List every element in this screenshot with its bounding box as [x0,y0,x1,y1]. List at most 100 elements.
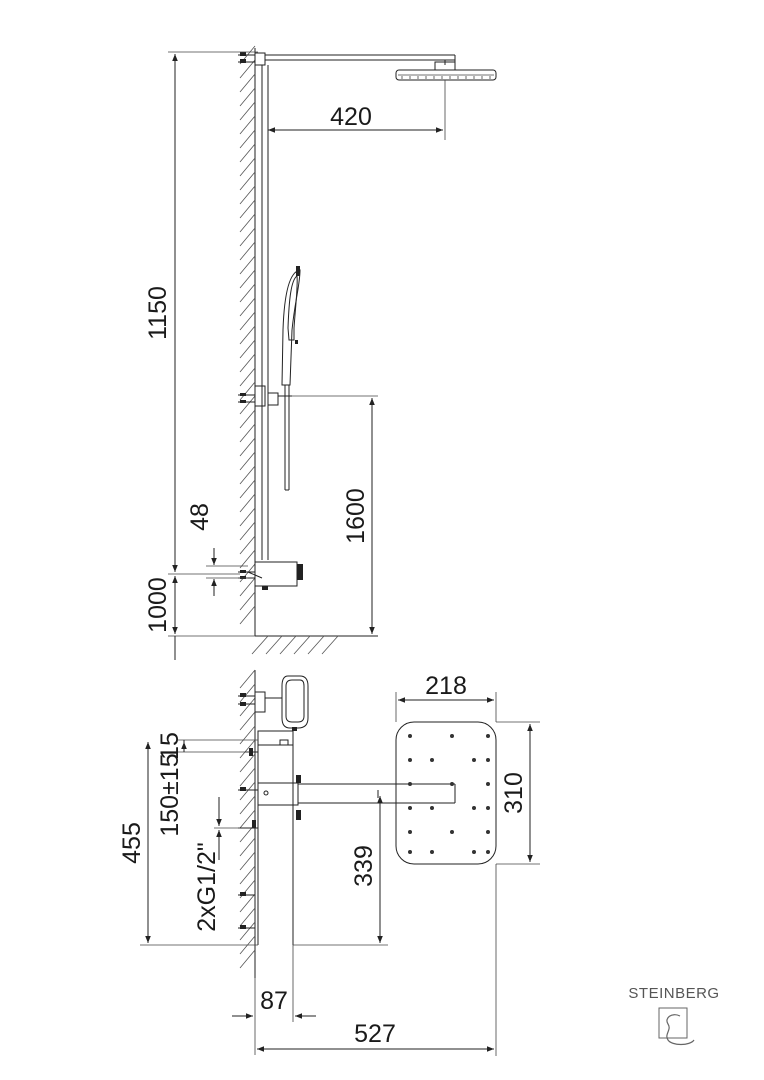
hatch-stroke [239,851,256,871]
overhead-shower-head [395,69,497,81]
brand-name: STEINBERG [628,985,719,1002]
hatch-stroke [239,711,256,731]
riser-pipe [261,65,269,560]
hatch-stroke [239,493,256,513]
dim-1600: 1600 [292,395,378,634]
hatch-stroke [239,865,256,885]
hatch-stroke [239,521,256,541]
hatch-stroke [239,311,256,331]
nozzle-dot [486,758,490,762]
nozzle-dot [486,734,490,738]
plan-view: 218 310 15 150±15 2xG1/2" 455 [118,669,540,1056]
nozzle-dot [408,758,412,762]
nozzle-dot [430,850,434,854]
dim-1000-label: 1000 [144,577,172,633]
hatch-stroke [239,241,256,261]
hatch-stroke [239,837,256,857]
hatch-stroke [239,59,256,79]
dim-1150: 1150 [144,51,258,575]
hatch-stroke [239,507,256,527]
thermostat-mixer [238,561,303,590]
hatch-stroke [239,171,256,191]
nozzle-dot [486,782,490,786]
hatch-stroke [239,795,256,815]
hatch-stroke [239,479,256,499]
dim-339: 339 [293,796,388,946]
dim-15-label: 15 [156,732,184,760]
dim-48-label: 48 [186,503,214,531]
shower-arm [265,54,456,71]
nozzle-dot [408,806,412,810]
nozzle-dot [430,758,434,762]
hatch-stroke [307,635,325,655]
hatch-stroke [239,465,256,485]
hatch-stroke [265,635,283,655]
dim-527-label: 527 [354,1020,396,1048]
dim-150-15: 15 150±15 2xG1/2" [156,732,258,932]
hatch-stroke [239,697,256,717]
nozzle-dot [450,782,454,786]
hatch-stroke [279,635,297,655]
hatch-stroke [239,451,256,471]
dim-87-label: 87 [260,987,288,1015]
side-view: 420 1150 1600 48 1000 [144,45,497,660]
nozzle-dot [472,806,476,810]
hatch-stroke [239,669,256,689]
nozzle-dot [472,758,476,762]
hatch-stroke [239,535,256,555]
hand-shower [281,266,301,491]
hatch-stroke [239,549,256,569]
dim-527: 527 [257,864,497,1056]
hatch-stroke [239,87,256,107]
dim-1150-label: 1150 [144,286,172,340]
hatch-stroke [239,227,256,247]
hatch-stroke [239,437,256,457]
hatch-stroke [239,353,256,373]
hatch-stroke [239,605,256,625]
hatch-stroke [239,921,256,941]
nozzle-dot [472,850,476,854]
hatch-stroke [239,283,256,303]
plan-wall-hatch [239,669,256,969]
dim-420-label: 420 [330,103,372,131]
nozzle-dot [450,830,454,834]
hatch-stroke [239,143,256,163]
hatch-stroke [239,395,256,415]
hatch-stroke [239,73,256,93]
floor-hatch [251,635,339,655]
hatch-stroke [239,269,256,289]
hatch-stroke [239,185,256,205]
hatch-stroke [239,683,256,703]
hatch-stroke [239,115,256,135]
dim-g12-label: 2xG1/2" [193,842,221,931]
hand-shower-bracket [238,385,292,407]
hatch-stroke [239,101,256,121]
hatch-stroke [239,325,256,345]
hatch-stroke [239,157,256,177]
dim-87: 87 [232,945,316,1055]
dim-310-label: 310 [500,772,528,814]
nozzle-dot [486,830,490,834]
dim-218: 218 [395,672,497,722]
dim-310: 310 [496,721,540,865]
hatch-stroke [239,129,256,149]
hatch-stroke [239,781,256,801]
dim-455-label: 455 [118,822,146,864]
hatch-stroke [239,423,256,443]
hatch-stroke [239,767,256,787]
plan-shower-arm [298,783,456,804]
hatch-stroke [251,635,269,655]
hatch-stroke [239,381,256,401]
dim-150-label: 150±15 [156,753,184,836]
hatch-stroke [239,907,256,927]
nozzle-dot [486,850,490,854]
hatch-stroke [239,753,256,773]
nozzle-dot [408,782,412,786]
hatch-stroke [239,213,256,233]
nozzle-dot [408,830,412,834]
plan-shower-head [395,721,497,865]
dim-339-label: 339 [350,845,378,887]
brand-logo-icon [658,1007,695,1046]
hatch-stroke [239,591,256,611]
